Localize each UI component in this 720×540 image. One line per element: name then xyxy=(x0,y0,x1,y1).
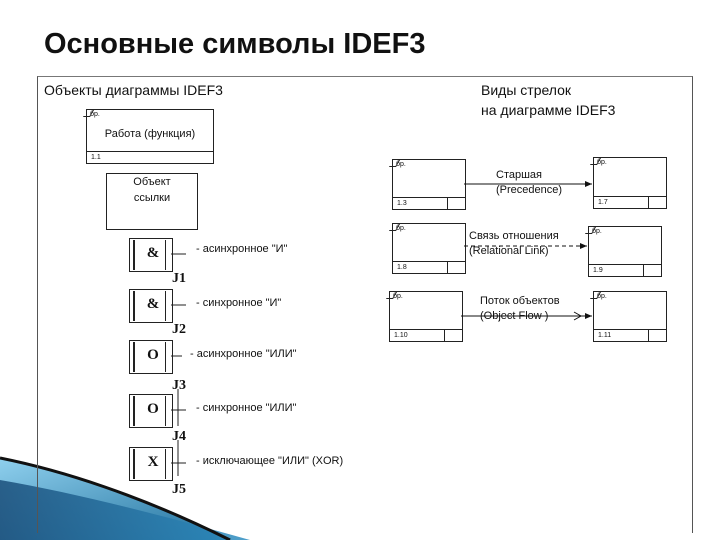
box-tag: бр. xyxy=(393,293,403,300)
junction-box: X xyxy=(129,447,173,481)
box-number: 1.10 xyxy=(394,332,408,339)
junction-id: J1 xyxy=(172,271,186,286)
junction-id: J2 xyxy=(172,322,186,337)
junction-box: & xyxy=(129,289,173,323)
box-number: 1.3 xyxy=(397,200,407,207)
left-activity-box: бр. 1.8 xyxy=(388,223,466,274)
junction-symbol: O xyxy=(147,347,159,363)
diagram-frame xyxy=(37,76,693,533)
slide-title: Основные символы IDEF3 xyxy=(44,28,426,60)
work-box-number: 1.1 xyxy=(91,154,101,161)
box-tag: бр. xyxy=(396,161,406,168)
arrow-label-line2: (Relational Link) xyxy=(469,245,549,257)
objects-section-header: Объекты диаграммы IDEF3 xyxy=(44,82,223,98)
arrow-label-line1: Связь отношения xyxy=(469,230,559,242)
box-number: 1.8 xyxy=(397,264,407,271)
junction-description: - асинхронное "И" xyxy=(196,243,288,255)
junction-symbol: & xyxy=(146,245,160,261)
box-tag: бр. xyxy=(592,228,602,235)
arrow-label-line2: (Precedence) xyxy=(496,184,563,196)
arrow-label-line1: Поток объектов xyxy=(480,295,560,307)
box-tag: бр. xyxy=(597,159,607,166)
junction-box: O xyxy=(129,340,173,374)
junction-box: O xyxy=(129,394,173,428)
box-number: 1.7 xyxy=(598,199,608,206)
reference-box-label-line2: ссылки xyxy=(133,192,171,204)
box-tag: бр. xyxy=(597,293,607,300)
junction-symbol: & xyxy=(146,296,160,312)
work-box-tag: бр. xyxy=(90,111,100,118)
arrows-section-header-line1: Виды стрелок xyxy=(481,82,572,98)
reference-box-label-line1: Объект xyxy=(133,176,171,188)
junction-description: - синхронное "И" xyxy=(196,297,282,309)
junction-symbol: O xyxy=(147,401,159,417)
box-number: 1.11 xyxy=(598,332,612,339)
junction-symbol: X xyxy=(147,454,159,470)
work-box-label: Работа (функция) xyxy=(104,128,196,140)
junction-id: J4 xyxy=(172,429,186,444)
reference-box: Объект ссылки xyxy=(106,173,198,230)
junction-description: - синхронное "ИЛИ" xyxy=(196,402,297,414)
decorative-wave xyxy=(0,456,250,540)
right-activity-box: бр. 1.11 xyxy=(589,291,667,342)
junction-box: & xyxy=(129,238,173,272)
arrows-section-header-line2: на диаграмме IDEF3 xyxy=(481,102,616,118)
arrow-label-line1: Старшая xyxy=(496,169,542,181)
work-box: бр. Работа (функция) 1.1 xyxy=(82,109,214,164)
junction-description: - асинхронное "ИЛИ" xyxy=(190,348,297,360)
box-number: 1.9 xyxy=(593,267,603,274)
junction-id: J3 xyxy=(172,378,186,393)
box-tag: бр. xyxy=(396,225,406,232)
right-activity-box: бр. 1.9 xyxy=(584,226,662,277)
junction-description: - исключающее "ИЛИ" (XOR) xyxy=(196,455,344,467)
right-activity-box: бр. 1.7 xyxy=(589,157,667,209)
left-activity-box: бр. 1.10 xyxy=(385,291,463,342)
junction-id: J5 xyxy=(172,482,186,497)
